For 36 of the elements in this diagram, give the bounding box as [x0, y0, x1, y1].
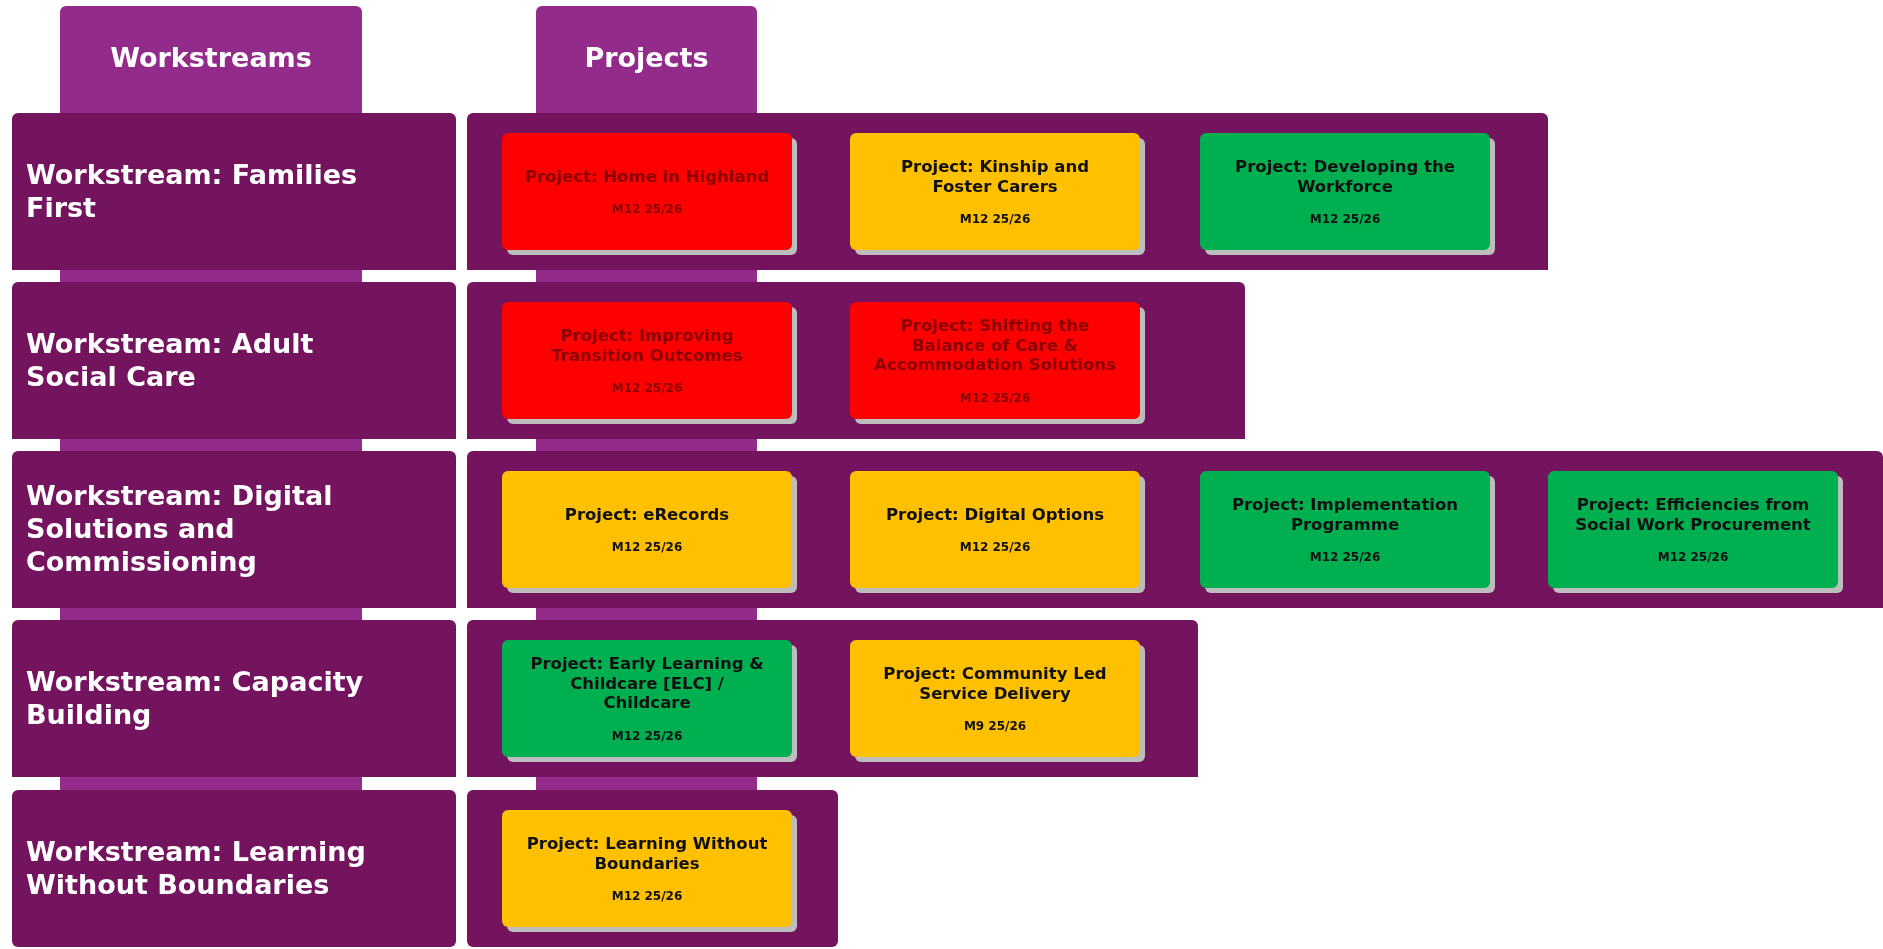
project-title: Project: Kinship and Foster Carers: [899, 156, 1091, 197]
project-panel: [467, 620, 1198, 790]
header-tab: Workstreams: [60, 6, 362, 113]
project-title: Project: Implementation Programme: [1230, 494, 1460, 535]
project-title: Project: eRecords: [564, 504, 730, 525]
project-date: M12 25/26: [611, 540, 683, 555]
workstream-box: Workstream: Families First: [12, 113, 456, 282]
project-date: M12 25/26: [1657, 550, 1729, 565]
project-title: Project: Improving Transition Outcomes: [550, 325, 744, 366]
project-date: M12 25/26: [1309, 550, 1381, 565]
header-tab: Projects: [536, 6, 757, 113]
workstream-box: Workstream: Learning Without Boundaries: [12, 790, 456, 947]
project-date: M12 25/26: [959, 212, 1031, 227]
project-date: M12 25/26: [611, 381, 683, 396]
workstream-box: Workstream: Digital Solutions and Commissioning: [12, 451, 456, 620]
project-date: M12 25/26: [611, 729, 683, 744]
project-title: Project: Community Led Service Delivery: [882, 663, 1108, 704]
project-date: M9 25/26: [963, 719, 1027, 734]
workstream-box: Workstream: Adult Social Care: [12, 282, 456, 451]
project-panel: [467, 790, 838, 947]
project-title: Project: Developing the Workforce: [1234, 156, 1456, 197]
project-date: M12 25/26: [959, 540, 1031, 555]
project-title: Project: Learning Without Boundaries: [525, 833, 769, 874]
project-panel: [467, 451, 1883, 620]
project-date: M12 25/26: [959, 391, 1031, 406]
project-date: M12 25/26: [611, 889, 683, 904]
project-date: M12 25/26: [1309, 212, 1381, 227]
project-panel: [467, 113, 1548, 282]
project-title: Project: Efficiencies from Social Work Procurement: [1574, 494, 1812, 535]
project-panel: [467, 282, 1245, 451]
project-date: M12 25/26: [611, 202, 683, 217]
workstream-box: Workstream: Capacity Building: [12, 620, 456, 790]
project-title: Project: Home in Highland: [524, 166, 770, 187]
project-title: Project: Early Learning & Childcare [ELC] / Childcare: [529, 653, 765, 714]
project-title: Project: Shifting the Balance of Care & Accommodation Solutions: [873, 315, 1117, 376]
project-title: Project: Digital Options: [886, 504, 1104, 525]
